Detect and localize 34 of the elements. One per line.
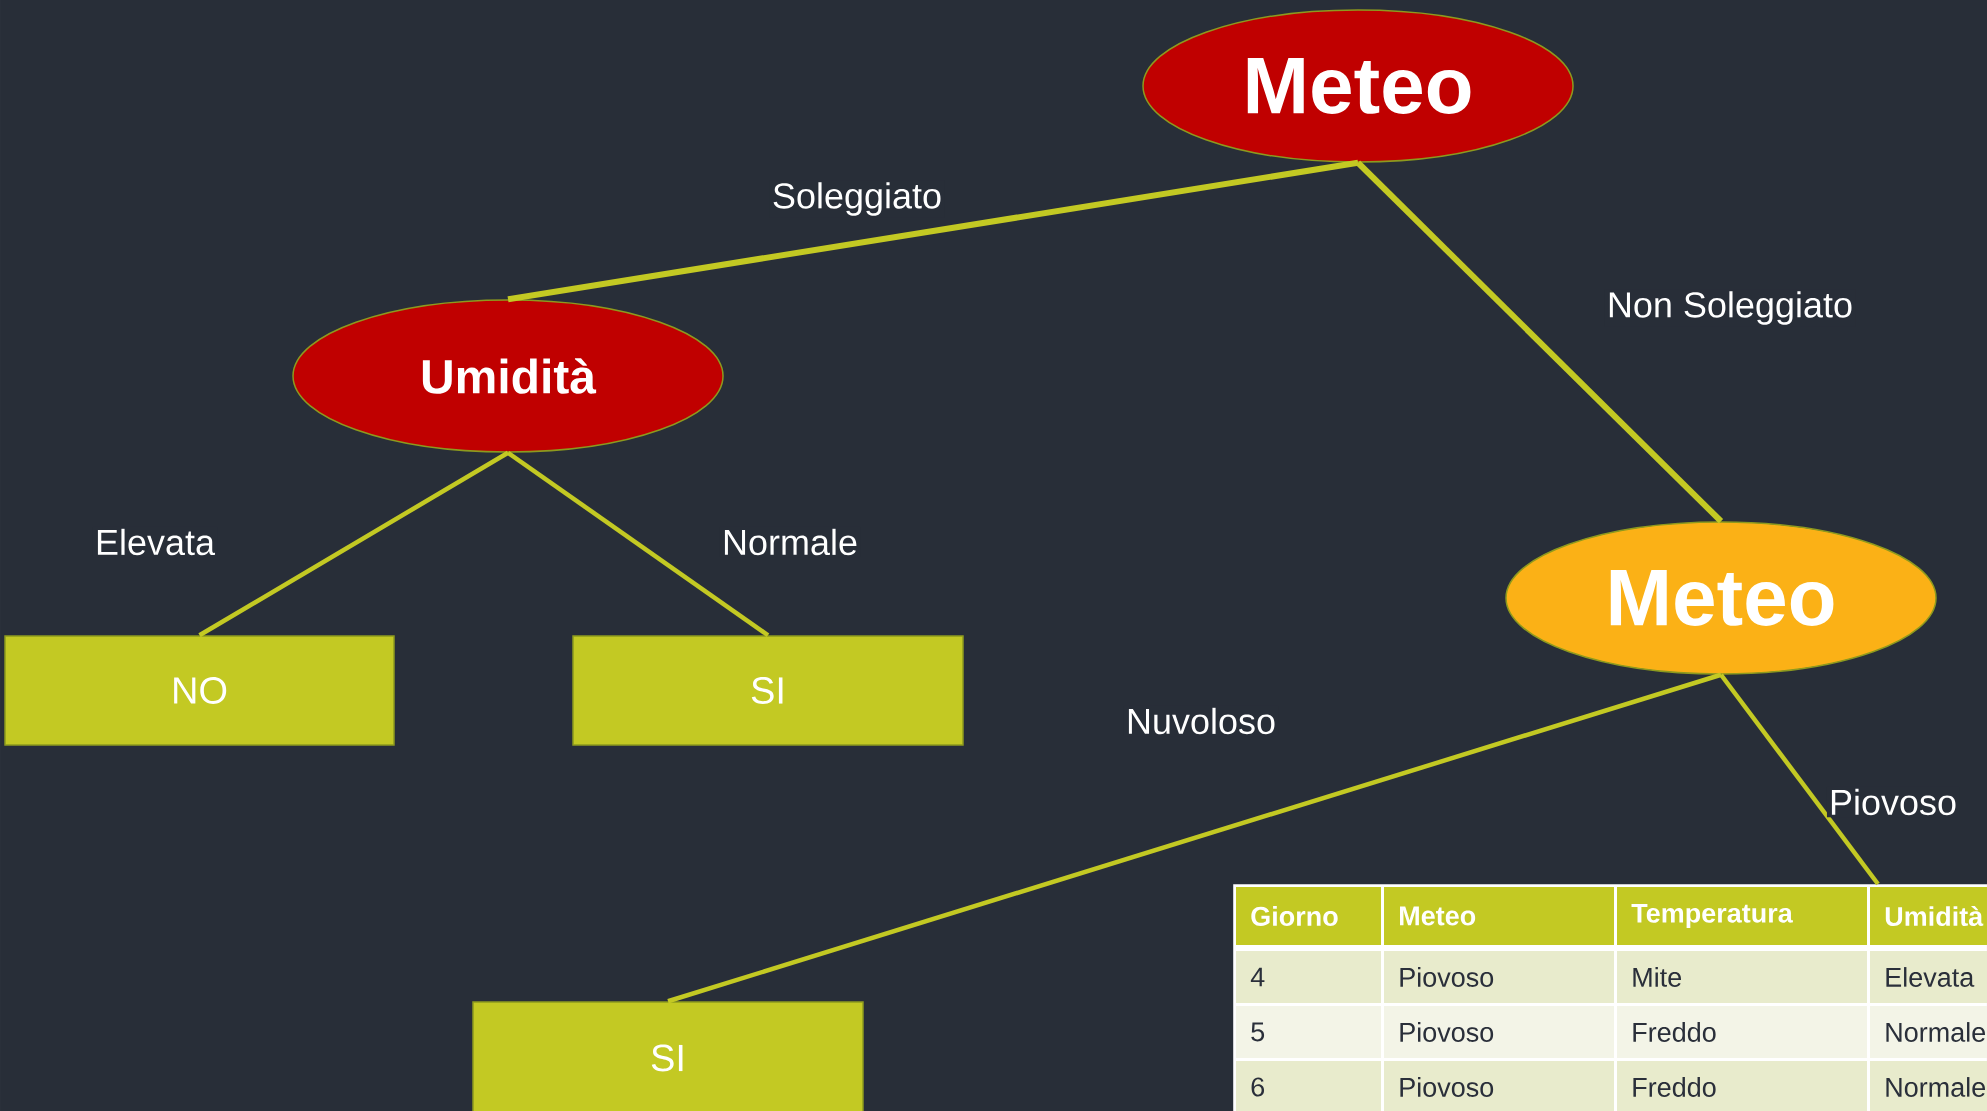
- table-cell: Piovoso: [1384, 1061, 1614, 1111]
- table-cell: Freddo: [1617, 1061, 1867, 1111]
- table-cell: 6: [1236, 1061, 1381, 1111]
- connector-line: [198, 450, 510, 638]
- table-cell: Normale: [1870, 1006, 1987, 1058]
- table-cell: Piovoso: [1384, 951, 1614, 1003]
- edge-label: Soleggiato: [769, 180, 945, 218]
- leaf-box: SI: [472, 1001, 864, 1111]
- connector-line: [667, 672, 1722, 1004]
- edge-label: Non Soleggiato: [1604, 289, 1856, 327]
- table-cell: Freddo: [1617, 1006, 1867, 1058]
- connector-line: [507, 159, 1359, 303]
- connector-line: [1355, 160, 1724, 524]
- table-cell: Elevata: [1870, 951, 1987, 1003]
- edge-label: Nuvoloso: [1123, 705, 1279, 737]
- table-cell: 4: [1236, 951, 1381, 1003]
- leaf-box: NO: [4, 635, 395, 746]
- edge-label: Piovoso: [1826, 786, 1960, 818]
- table-cell: Normale: [1870, 1061, 1987, 1111]
- connector-line: [1719, 673, 1880, 886]
- connector-line: [506, 450, 770, 638]
- edge-label: Normale: [720, 526, 861, 558]
- ellipse-node: Meteo: [1142, 9, 1574, 163]
- table-cell: Mite: [1617, 951, 1867, 1003]
- ellipse-node: Umidità: [292, 299, 724, 453]
- ellipse-node: Meteo: [1505, 521, 1937, 675]
- table-cell: Piovoso: [1384, 1006, 1614, 1058]
- table-cell: 5: [1236, 1006, 1381, 1058]
- leaf-box: SI: [572, 635, 964, 746]
- table-header-cell: Temperatura: [1617, 887, 1867, 945]
- table-header-cell: Giorno: [1236, 887, 1381, 945]
- table-header-cell: Umidità: [1870, 887, 1987, 945]
- edge-label: Elevata: [93, 526, 218, 558]
- table-header-cell: Meteo: [1384, 887, 1614, 945]
